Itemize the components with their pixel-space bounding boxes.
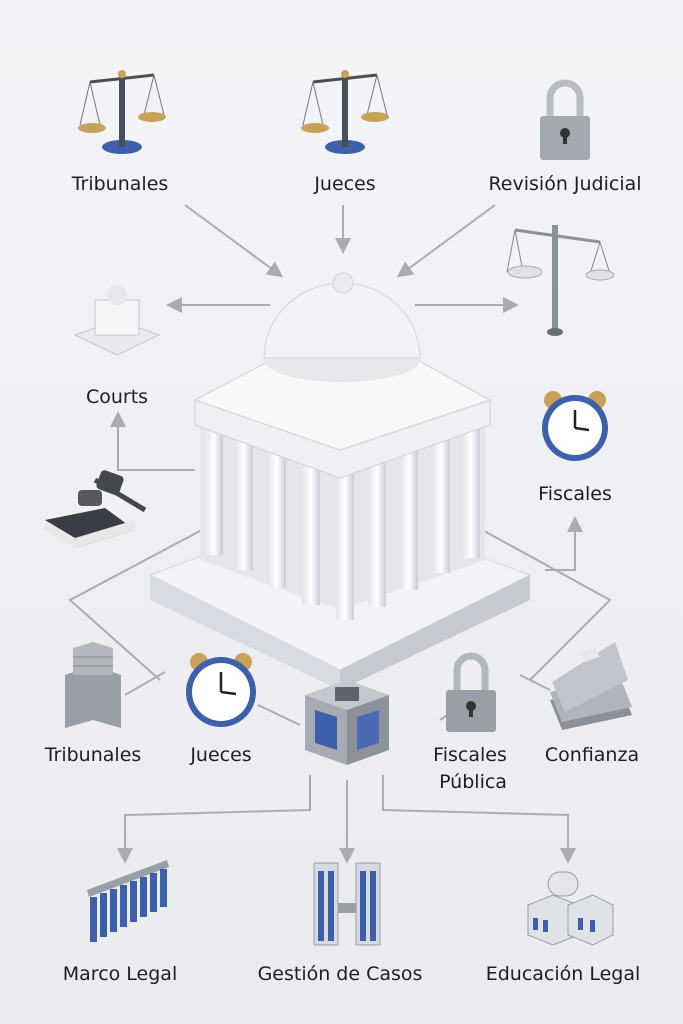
padlock-icon bbox=[540, 79, 590, 160]
alarm-clock-icon bbox=[542, 391, 608, 461]
building-cube-icon bbox=[305, 680, 389, 765]
colonnade-icon bbox=[87, 860, 169, 942]
label-confianza: Confianza bbox=[545, 744, 639, 766]
blocks-icon bbox=[527, 871, 614, 946]
label-jueces-bottom: Jueces bbox=[189, 744, 251, 766]
courthouse-icon bbox=[148, 272, 532, 690]
label-courts: Courts bbox=[86, 386, 148, 408]
padlock-icon bbox=[446, 652, 496, 732]
connector-arrows bbox=[68, 204, 612, 864]
scales-icon bbox=[301, 70, 389, 154]
label-revision-judicial: Revisión Judicial bbox=[488, 173, 641, 195]
label-fiscales-publica-line1: Fiscales bbox=[433, 744, 507, 766]
pillar-icon bbox=[65, 642, 121, 728]
label-jueces-top: Jueces bbox=[313, 173, 375, 195]
label-fiscales-publica-line2: Pública bbox=[439, 771, 507, 793]
label-educacion-legal: Educación Legal bbox=[486, 963, 641, 985]
scales-icon bbox=[78, 70, 166, 154]
alarm-clock-icon bbox=[186, 653, 256, 727]
label-fiscales-right: Fiscales bbox=[538, 483, 612, 505]
monument-icon bbox=[73, 285, 161, 356]
label-tribunales-bottom: Tribunales bbox=[44, 744, 142, 766]
scales-icon bbox=[506, 225, 615, 336]
documents-icon bbox=[550, 642, 632, 730]
label-gestion-de-casos: Gestión de Casos bbox=[258, 963, 423, 985]
label-marco-legal: Marco Legal bbox=[63, 963, 177, 985]
twin-towers-icon bbox=[313, 862, 381, 946]
label-tribunales-top: Tribunales bbox=[71, 173, 169, 195]
gavel-icon bbox=[45, 470, 147, 548]
